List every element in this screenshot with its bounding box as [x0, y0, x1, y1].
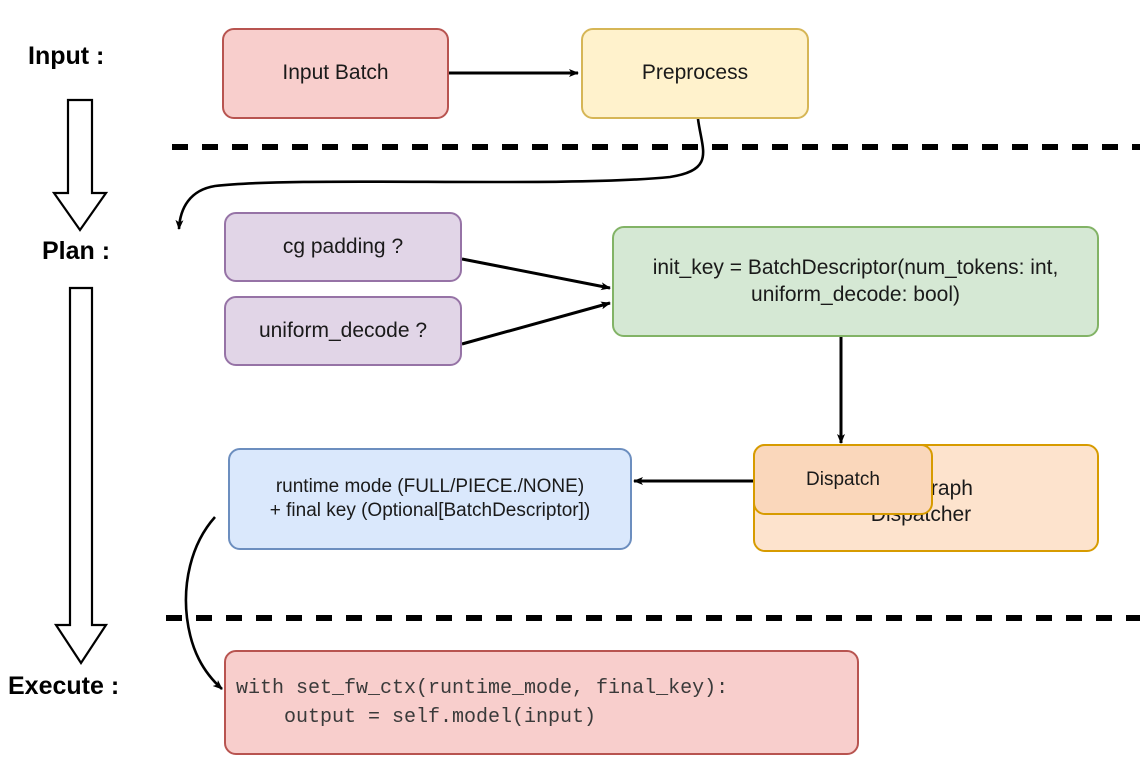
node-runtime-mode-line2: + final key (Optional[BatchDescriptor]) [269, 500, 591, 521]
node-execute-code-line2: output = self.model(input) [236, 705, 597, 729]
node-init-key-line2: uniform_decode: bool) [751, 282, 960, 306]
node-cg-padding-label: cg padding ? [282, 234, 404, 258]
node-cg-padding[interactable]: cg padding ? [224, 212, 462, 282]
edge-uniform-decode-to-init-key [461, 301, 611, 346]
node-dispatch[interactable]: Dispatch [753, 444, 933, 515]
edge-runtime-mode-to-execute-code [184, 516, 223, 690]
node-uniform-decode[interactable]: uniform_decode ? [224, 296, 462, 366]
node-execute-code[interactable]: with set_fw_ctx(runtime_mode, final_key)… [224, 650, 859, 755]
stage-label-plan: Plan : [42, 237, 111, 265]
stage-label-execute: Execute : [8, 672, 120, 700]
node-input-batch-label: Input Batch [282, 61, 389, 85]
input-to-plan-flow-arrow [51, 98, 109, 232]
plan-to-execute-flow-arrow [53, 286, 109, 666]
node-runtime-mode-line1: runtime mode (FULL/PIECE./NONE) [275, 476, 585, 498]
stage-label-input: Input : [28, 42, 105, 70]
node-input-batch[interactable]: Input Batch [222, 28, 449, 119]
node-runtime-mode[interactable]: runtime mode (FULL/PIECE./NONE) + final … [228, 448, 632, 550]
node-execute-code-line1: with set_fw_ctx(runtime_mode, final_key)… [236, 676, 729, 700]
node-preprocess-label: Preprocess [641, 61, 749, 85]
node-init-key-line1: init_key = BatchDescriptor(num_tokens: i… [652, 256, 1059, 280]
edge-cg-padding-to-init-key [461, 257, 611, 291]
node-init-key[interactable]: init_key = BatchDescriptor(num_tokens: i… [612, 226, 1099, 337]
node-preprocess[interactable]: Preprocess [581, 28, 809, 119]
node-dispatch-label: Dispatch [806, 468, 880, 490]
node-uniform-decode-label: uniform_decode ? [258, 318, 428, 342]
